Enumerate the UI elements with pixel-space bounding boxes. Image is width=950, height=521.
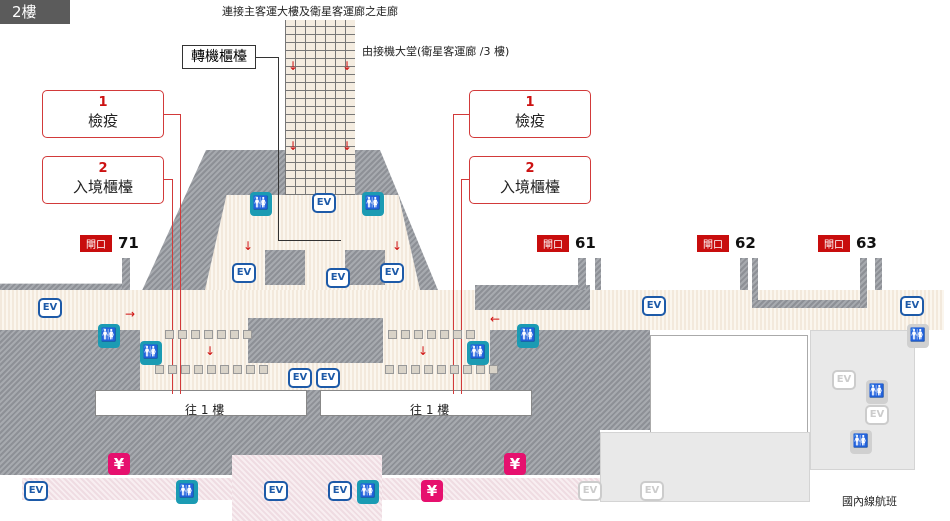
wall [122,258,130,290]
leader-line [278,240,341,241]
walkway-label: 連接主客運大樓及衛星客運廊之走廊 [222,5,398,18]
right-block [600,330,650,430]
arrow-down-icon: ↓ [342,139,353,153]
elevator-icon: EV [380,263,404,283]
arrival-hall-label: 由接機大堂(衛星客運廊 /3 樓) [362,45,510,58]
wall [875,258,882,290]
restroom-icon: 🚻 [357,480,379,504]
arrow-down-icon: ↓ [418,344,429,358]
counter-row [385,365,498,374]
domestic-corridor [600,432,810,502]
arrow-right-icon: → [125,307,136,321]
elevator-icon: EV [24,481,48,501]
leader-line [461,179,469,180]
elevator-icon: EV [832,370,856,390]
counter-row [165,330,252,339]
wall [595,258,601,290]
arrow-down-icon: ↓ [392,239,403,253]
restroom-icon: 🚻 [362,192,384,216]
elevator-icon: EV [640,481,664,501]
restroom-icon: 🚻 [866,380,888,404]
wall [740,258,748,290]
elevator-icon: EV [316,368,340,388]
elevator-icon: EV [865,405,889,425]
counter-row [155,365,268,374]
central-block [265,250,305,285]
restroom-icon: 🚻 [907,324,929,348]
restroom-icon: 🚻 [98,324,120,348]
wall [578,258,586,290]
restroom-icon: 🚻 [850,430,872,454]
stair-area-right [320,390,532,416]
arrow-left-icon: ← [490,312,501,326]
elevator-icon: EV [232,263,256,283]
leader-line [278,57,279,240]
restroom-icon: 🚻 [250,192,272,216]
leader-line [256,57,278,58]
domestic-flights-label: 國內線航班 [842,495,897,508]
elevator-icon: EV [328,481,352,501]
arrow-down-icon: ↓ [342,59,353,73]
gate-block [475,285,590,310]
restroom-icon: 🚻 [140,341,162,365]
elevator-icon: EV [900,296,924,316]
elevator-icon: EV [288,368,312,388]
leader-line [453,114,454,394]
elevator-icon: EV [264,481,288,501]
arrow-down-icon: ↓ [288,139,299,153]
leader-line [164,114,180,115]
leader-line [461,179,462,394]
stair-area-left [95,390,307,416]
leader-line [172,179,173,394]
restroom-icon: 🚻 [517,324,539,348]
restroom-icon: 🚻 [176,480,198,504]
floor-label: 2樓 [0,0,70,24]
walkway [285,20,355,195]
leader-line [453,114,469,115]
central-block [345,250,385,285]
leader-line [164,179,172,180]
restroom-icon: 🚻 [467,341,489,365]
wall [860,258,867,308]
wall [752,300,867,308]
arrow-down-icon: ↓ [288,59,299,73]
elevator-icon: EV [578,481,602,501]
inner-block [248,318,383,363]
wall [752,258,758,308]
to-first-floor-label: 往 1 樓 [410,403,450,417]
arrow-down-icon: ↓ [243,239,254,253]
gate-block [0,283,130,290]
currency-exchange-icon: ¥ [108,453,130,475]
currency-exchange-icon: ¥ [421,480,443,502]
transfer-counter-label: 轉機櫃檯 [182,45,256,69]
counter-row [388,330,475,339]
elevator-icon: EV [642,296,666,316]
leader-line [180,114,181,394]
elevator-icon: EV [38,298,62,318]
to-first-floor-label: 往 1 樓 [185,403,225,417]
arrow-down-icon: ↓ [205,344,216,358]
elevator-icon: EV [312,193,336,213]
currency-exchange-icon: ¥ [504,453,526,475]
elevator-icon: EV [326,268,350,288]
